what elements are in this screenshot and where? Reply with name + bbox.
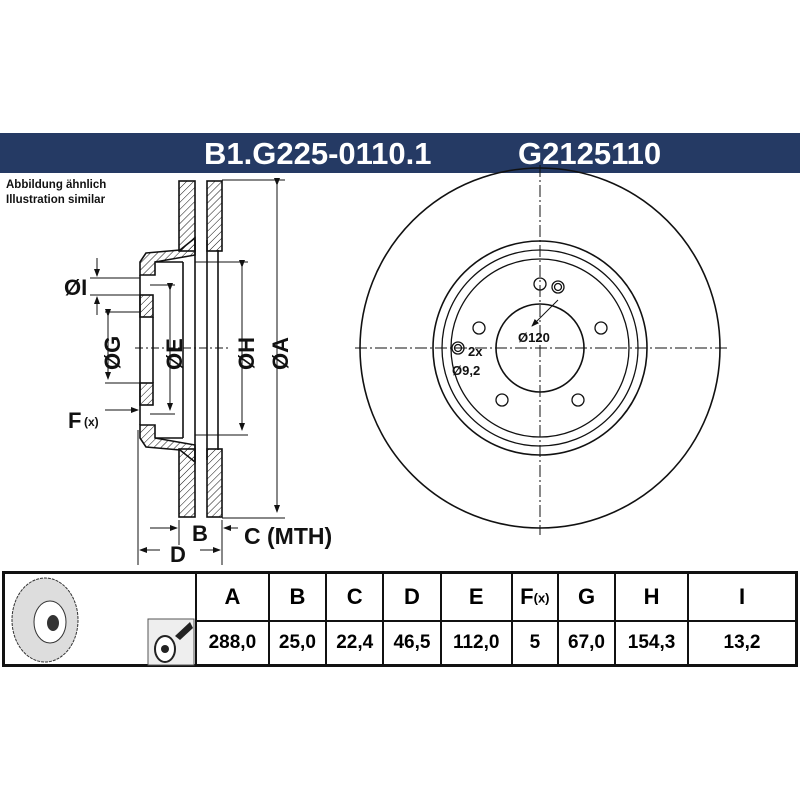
header-i: I: [687, 571, 798, 622]
note-en: Illustration similar: [6, 194, 106, 206]
disc-front-view: [355, 165, 730, 535]
label-pcd: Ø120: [518, 330, 550, 345]
illustration-note: Abbildung ähnlich Illustration similar: [6, 178, 106, 208]
label-d: D: [170, 542, 186, 567]
value-h: 154,3: [614, 620, 689, 667]
disc-section-view: [139, 180, 223, 518]
value-c: 22,4: [325, 620, 385, 667]
value-b: 25,0: [267, 620, 328, 667]
technical-drawing: ØI ØG ØE ØH ØA F (x) B C (MTH) D: [64, 165, 730, 567]
value-e: 112,0: [439, 620, 513, 667]
dimensions-table: A B C D E F(x) G H I 288,0 25,0 22,4 46,…: [2, 571, 798, 667]
header-f-sub: (x): [533, 590, 550, 606]
header-d: D: [382, 571, 442, 622]
alt-part-number: G2125110: [518, 136, 662, 171]
value-g: 67,0: [556, 620, 617, 667]
value-f: 5: [510, 620, 559, 667]
label-c-mth: C (MTH): [244, 523, 332, 549]
value-d: 46,5: [382, 620, 442, 667]
header-f: F(x): [510, 571, 559, 622]
header-f-label: F: [520, 584, 534, 609]
label-dia-i: ØI: [64, 275, 87, 300]
label-dia-a: ØA: [268, 337, 293, 370]
dimension-lines: [90, 178, 285, 565]
header-e: E: [439, 571, 513, 622]
disc-thumbnail-icon: [11, 577, 195, 666]
header-b: B: [267, 571, 328, 622]
value-a: 288,0: [195, 620, 270, 667]
label-dia-h: ØH: [234, 337, 259, 370]
header-a: A: [195, 571, 270, 622]
title-bar: [0, 133, 800, 173]
disc-thumbnail-cell: [2, 571, 197, 667]
label-dia-g: ØG: [100, 336, 125, 370]
label-holes-dia: Ø9,2: [452, 363, 480, 378]
label-b: B: [192, 521, 208, 546]
label-dia-e: ØE: [162, 338, 187, 370]
label-f-sub: (x): [84, 415, 99, 429]
value-i: 13,2: [687, 620, 798, 667]
header-c: C: [325, 571, 385, 622]
header-h: H: [614, 571, 689, 622]
note-de: Abbildung ähnlich: [6, 179, 107, 191]
part-number: B1.G225-0110.1: [204, 136, 432, 171]
header-g: G: [556, 571, 617, 622]
label-f: F: [68, 408, 81, 433]
label-holes-count: 2x: [468, 344, 483, 359]
